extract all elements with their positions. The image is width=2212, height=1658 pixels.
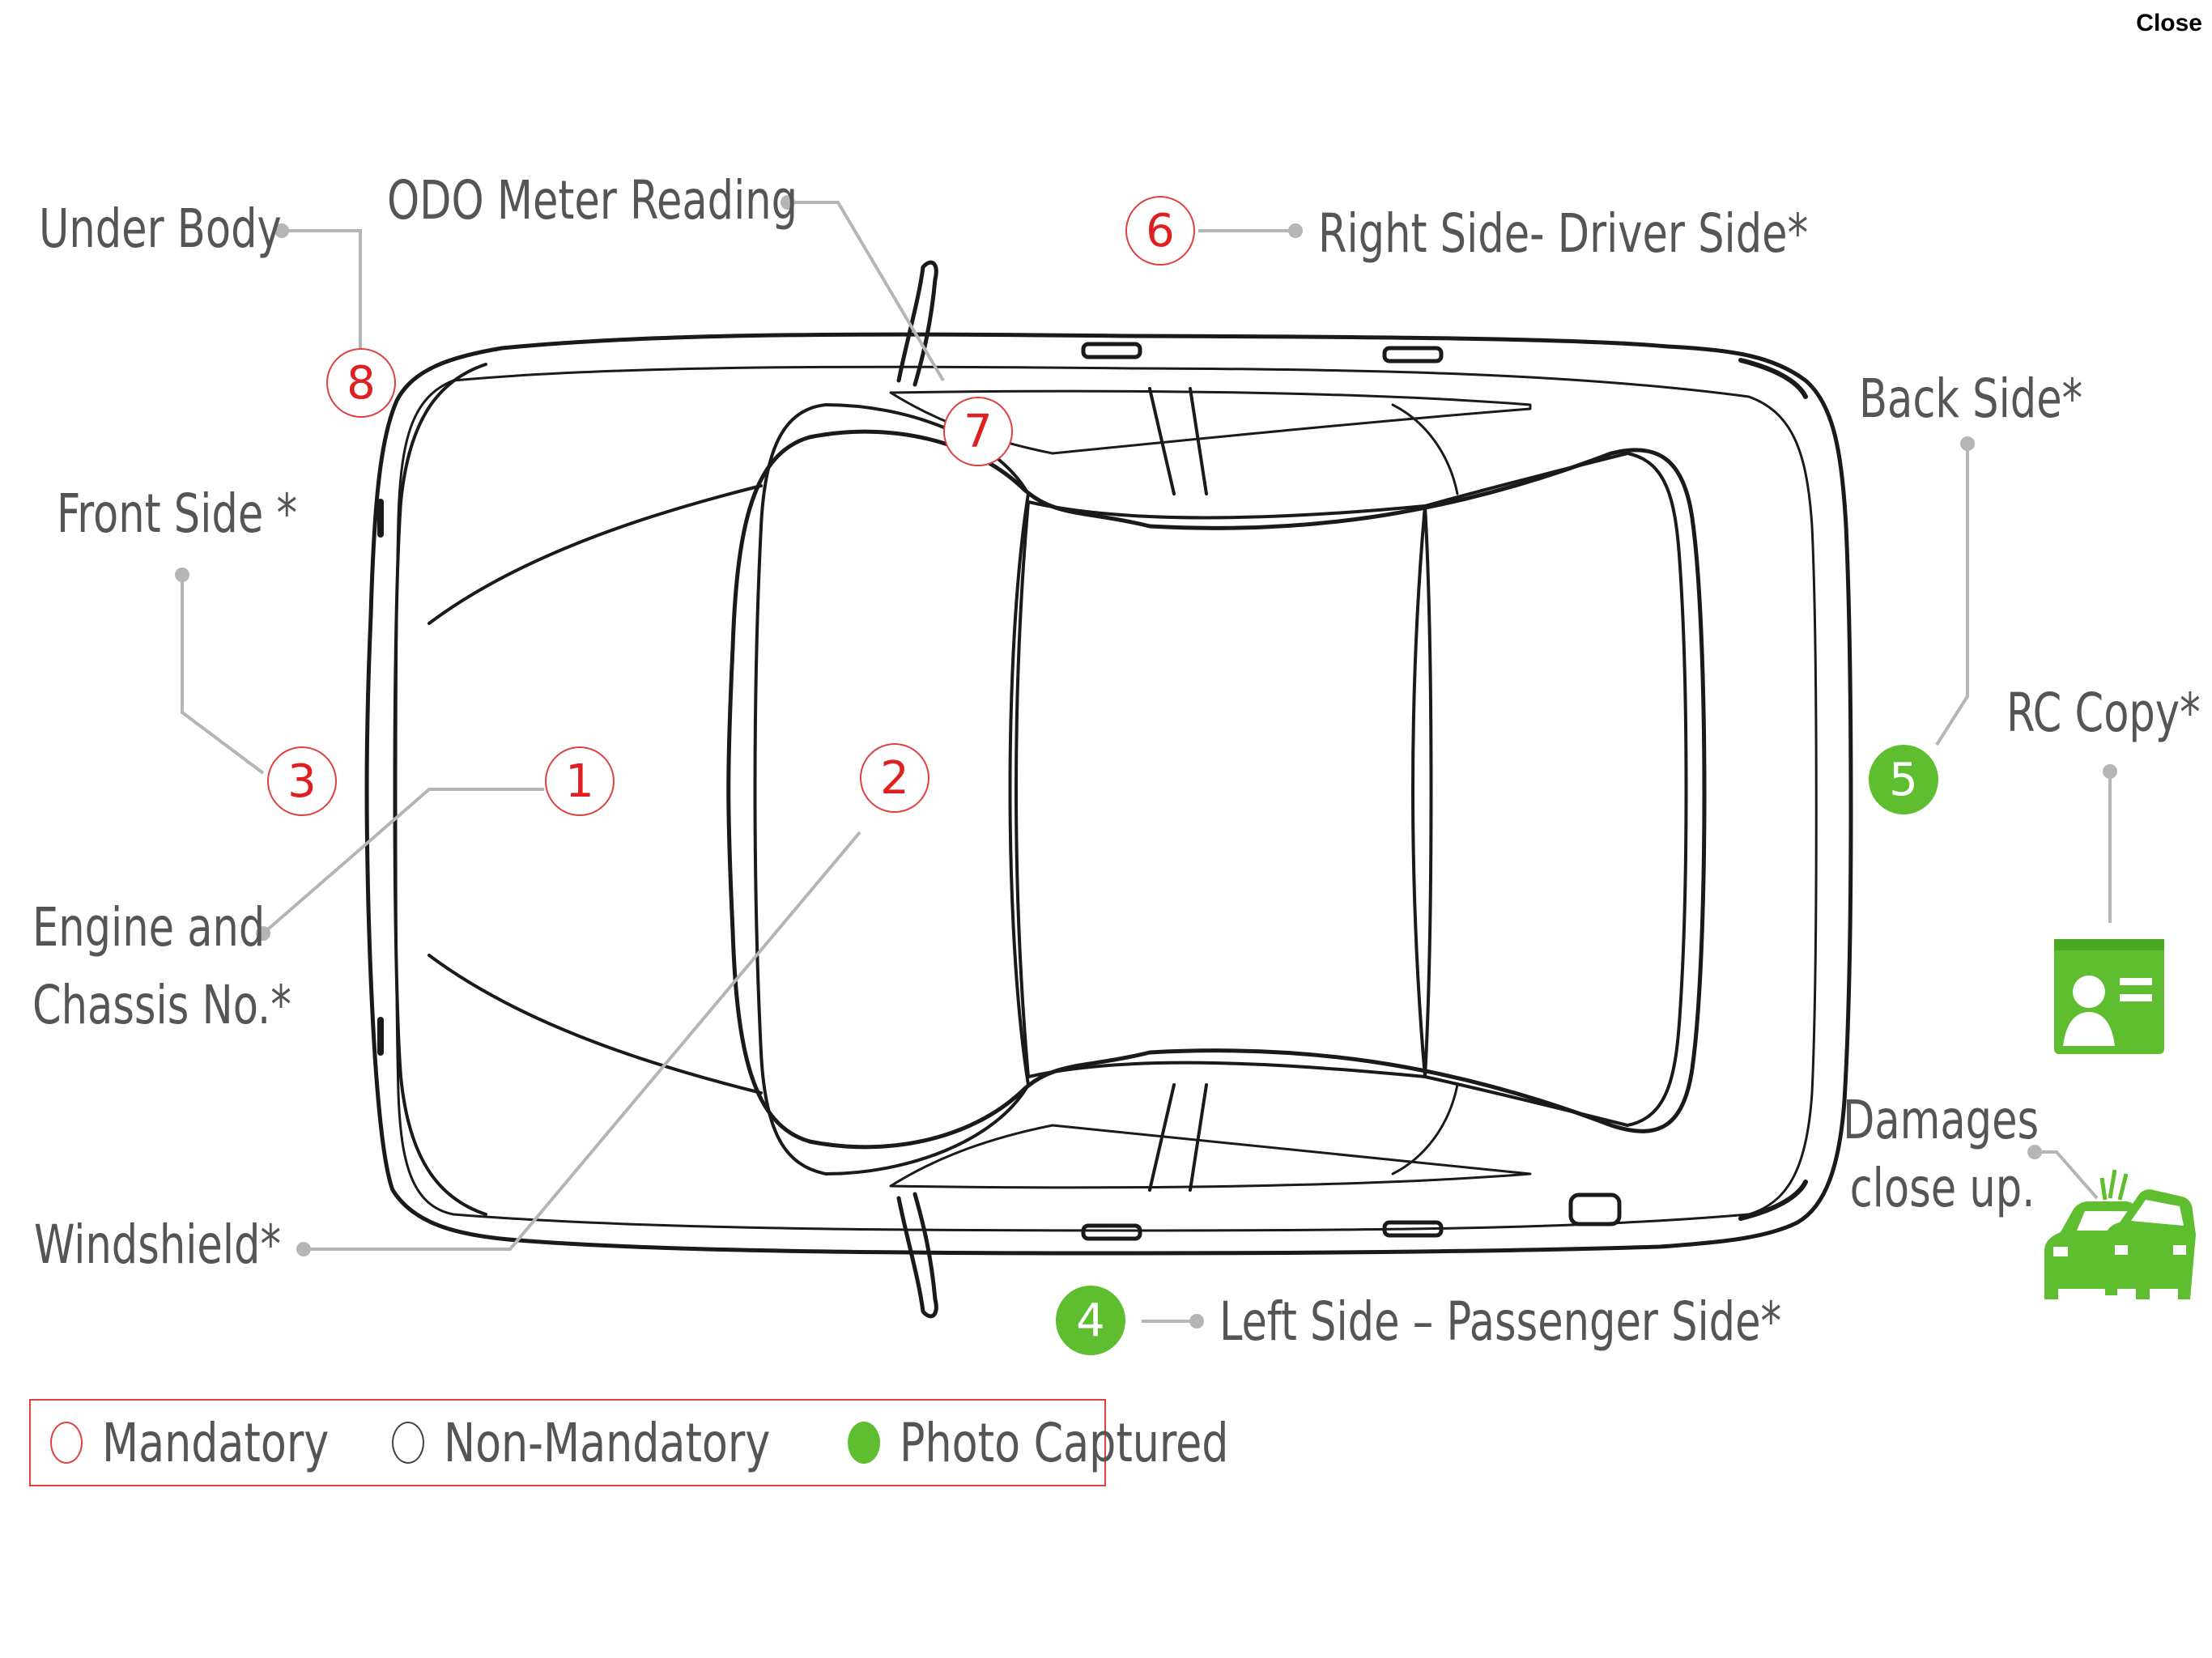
legend-mandatory: Mandatory [50,1412,359,1474]
label-damages-line1: Damages [1843,1089,2040,1151]
legend: Mandatory Non-Mandatory Photo Captured [29,1399,1228,1486]
marker-8-under-body[interactable]: 8 [326,348,396,418]
marker-3-number: 3 [287,755,317,808]
legend-photo-captured: Photo Captured [847,1411,1274,1474]
car-collision-icon[interactable] [2044,1169,2196,1299]
label-left-side-passenger-side[interactable]: Left Side – Passenger Side* [1219,1290,1782,1353]
marker-2-windshield[interactable]: 2 [860,743,929,813]
label-windshield[interactable]: Windshield* [34,1214,281,1276]
label-rc-copy[interactable]: RC Copy* [2006,682,2201,744]
marker-1-engine-chassis[interactable]: 1 [545,746,615,816]
label-damages-line2: close up. [1849,1157,2035,1219]
label-right-side-driver-side[interactable]: Right Side- Driver Side* [1318,202,1809,265]
marker-7-number: 7 [963,405,993,458]
marker-6-right-side[interactable]: 6 [1125,196,1195,266]
marker-4-number: 4 [1076,1294,1105,1347]
photo-captured-circle-icon [847,1422,880,1464]
close-button[interactable]: Close [2136,10,2202,36]
label-engine-line1: Engine and [32,896,266,959]
non-mandatory-circle-icon [392,1422,425,1464]
mandatory-circle-icon [50,1422,83,1464]
marker-5-number: 5 [1889,753,1918,806]
marker-3-front-side[interactable]: 3 [267,746,337,816]
legend-non-mandatory: Non-Mandatory [392,1412,815,1474]
label-front-side[interactable]: Front Side * [57,483,298,545]
label-back-side[interactable]: Back Side* [1859,368,2083,430]
label-engine-and-chassis-no[interactable]: Engine and Chassis No.* [32,889,291,1044]
label-damages-close-up[interactable]: Damages close up. [1843,1086,2039,1222]
marker-2-number: 2 [880,751,909,805]
id-card-icon[interactable] [2054,939,2164,1054]
marker-1-number: 1 [565,755,594,808]
marker-6-number: 6 [1146,204,1175,257]
marker-7-odo-meter[interactable]: 7 [943,397,1013,466]
legend-photo-captured-label: Photo Captured [899,1411,1229,1474]
label-engine-line2: Chassis No.* [32,974,291,1036]
marker-8-number: 8 [347,356,376,410]
marker-4-left-side[interactable]: 4 [1056,1286,1125,1355]
marker-5-back-side[interactable]: 5 [1869,745,1938,814]
label-odo-meter-reading[interactable]: ODO Meter Reading [387,169,798,232]
legend-mandatory-label: Mandatory [102,1411,330,1474]
label-under-body[interactable]: Under Body [39,198,282,260]
legend-non-mandatory-label: Non-Mandatory [444,1411,771,1474]
